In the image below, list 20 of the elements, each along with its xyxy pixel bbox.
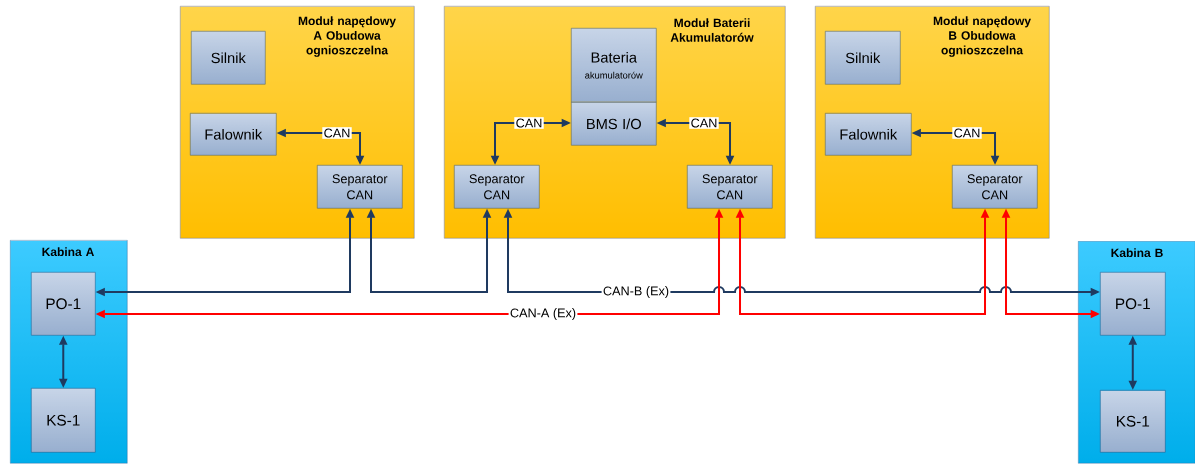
component-box: Bateria akumulatorów xyxy=(571,28,657,103)
component-box: Separator CAN xyxy=(687,165,773,209)
component-box: Falownik xyxy=(190,113,277,156)
component-box: PO-1 xyxy=(1100,272,1166,336)
edge-label: CAN xyxy=(952,127,982,139)
edge-label: CAN xyxy=(514,117,544,129)
component-box: Silnik xyxy=(825,31,901,85)
component-box: BMS I/O xyxy=(571,102,657,146)
component-box: PO-1 xyxy=(31,272,96,336)
component-box: Separator CAN xyxy=(317,165,403,209)
component-box: KS-1 xyxy=(1100,390,1166,453)
edge-label: CAN-B (Ex) xyxy=(601,284,671,300)
component-box: Falownik xyxy=(825,113,912,156)
component-box: KS-1 xyxy=(31,388,96,453)
component-box: Separator CAN xyxy=(952,165,1038,209)
component-box: Separator CAN xyxy=(454,165,540,209)
edge-label: CAN xyxy=(322,127,352,139)
component-box: Silnik xyxy=(191,31,266,85)
edge-label: CAN xyxy=(689,117,719,129)
edge-label: CAN-A (Ex) xyxy=(508,306,578,322)
